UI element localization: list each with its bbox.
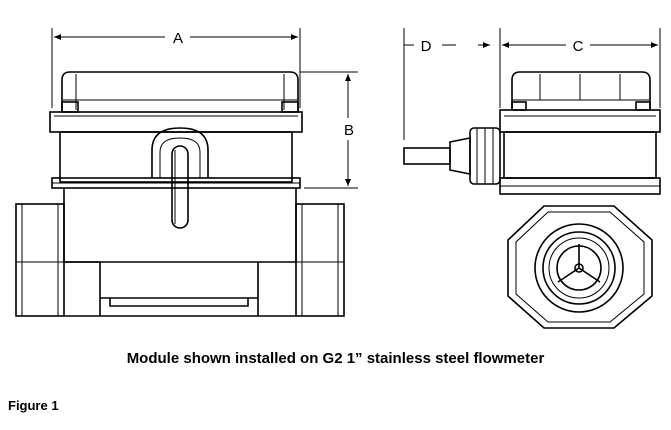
figure-caption: Module shown installed on G2 1” stainles… [126, 350, 545, 367]
figure-label: Figure 1 [8, 398, 59, 413]
dimension-b: B [300, 71, 358, 189]
dimension-c-label: C [573, 38, 584, 55]
dimension-a-label: A [173, 30, 183, 47]
dimension-a: A [51, 28, 301, 108]
dimension-d: D [403, 28, 490, 140]
dimension-c: C [499, 28, 661, 108]
flowmeter-drawing: A B [15, 28, 661, 329]
side-view: D C [403, 28, 661, 329]
dimension-d-label: D [421, 38, 432, 55]
front-view: A B [15, 28, 358, 317]
flowmeter-port-side [507, 205, 653, 329]
cable-gland-front [151, 127, 209, 229]
cable-gland-side [403, 127, 501, 185]
dimension-b-label: B [344, 122, 354, 139]
flowmeter-body-front [15, 188, 345, 317]
